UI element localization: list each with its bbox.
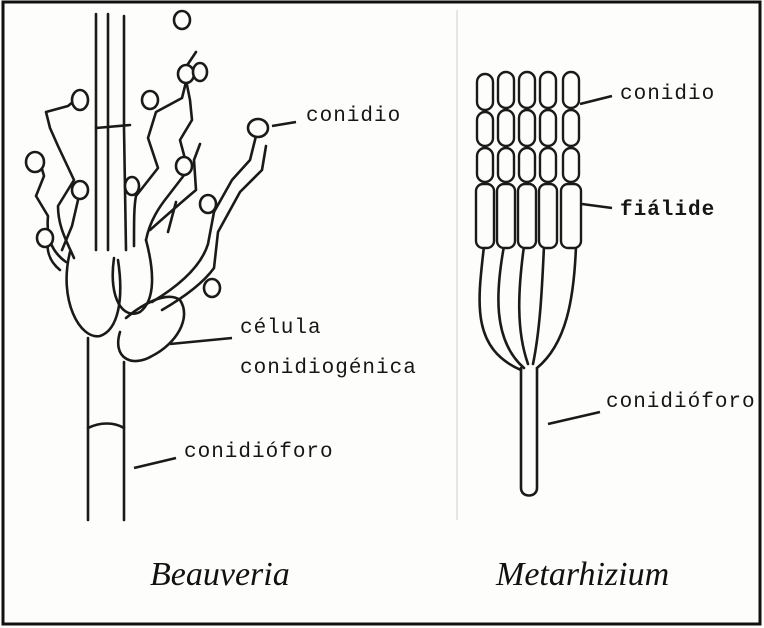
metarhizium-conidium: [563, 72, 579, 108]
metarhizium-conidium: [540, 110, 556, 146]
metarhizium-phialide: [497, 184, 515, 248]
beauveria-conidium: [72, 90, 88, 110]
metarhizium-phialide: [561, 184, 581, 248]
leader-fialide: [582, 204, 612, 208]
beauveria-conidium: [248, 119, 268, 137]
label-conidio-metarhizium: conidio: [620, 84, 715, 105]
beauveria-conidium: [178, 65, 194, 83]
beauveria-conidium: [142, 91, 158, 109]
metarhizium-conidium: [519, 72, 535, 108]
metarhizium-conidiophore: [521, 368, 537, 496]
caption-metarhizium: Metarhizium: [496, 558, 669, 592]
metarhizium-conidium: [563, 110, 579, 146]
label-conidio-beauveria: conidio: [306, 106, 401, 127]
beauveria-conidium: [26, 152, 44, 172]
metarhizium-conidium: [563, 148, 579, 182]
metarhizium-phialide: [476, 184, 494, 248]
beauveria-conidium: [200, 195, 216, 213]
metarhizium-conidium: [498, 110, 514, 146]
beauveria-inner-hypha: [124, 16, 126, 250]
metarhizium-conidium: [477, 112, 493, 146]
beauveria-conidium: [125, 177, 139, 195]
metarhizium-conidium: [477, 74, 493, 110]
leader-conidio-beauveria: [272, 122, 296, 126]
metarhizium-phialide: [518, 184, 536, 248]
metarhizium-conidium: [540, 148, 556, 182]
metarhizium-conidium: [519, 148, 535, 182]
beauveria-conidiogenous-cell-3: [118, 297, 184, 361]
metarhizium-leaders: [548, 96, 612, 424]
beauveria-conidium: [204, 279, 220, 297]
label-fialide: fiálide: [620, 200, 715, 221]
metarhizium-phialide: [539, 184, 557, 248]
leader-conidio-metarhizium: [580, 96, 612, 104]
beauveria-conidium: [193, 63, 207, 81]
metarhizium-conidium: [498, 72, 514, 108]
leader-conidioforo-metarhizium: [548, 412, 600, 424]
beauveria-rachis-stub: [168, 202, 176, 232]
leader-conidioforo-beauveria: [134, 458, 176, 468]
metarhizium-columns: [476, 72, 581, 248]
metarhizium-drawing: [480, 246, 576, 496]
metarhizium-branch-3: [519, 246, 528, 364]
beauveria-rachis-left-link: [62, 200, 78, 250]
metarhizium-conidium: [519, 110, 535, 146]
leader-celula: [170, 338, 232, 344]
label-conidioforo-beauveria: conidióforo: [184, 442, 334, 463]
metarhizium-conidium: [477, 148, 493, 182]
beauveria-conidium: [72, 181, 88, 199]
beauveria-conidium: [37, 229, 53, 247]
label-conidioforo-metarhizium: conidióforo: [606, 392, 756, 413]
label-celula: célula: [240, 318, 322, 339]
beauveria-conidiophore-septum: [88, 424, 124, 429]
metarhizium-branch-4: [533, 246, 544, 364]
label-conidiogenica: conidiogénica: [240, 358, 417, 379]
beauveria-conidium: [174, 11, 190, 29]
beauveria-rachis-right: [152, 136, 256, 302]
metarhizium-conidium: [498, 148, 514, 182]
caption-beauveria: Beauveria: [150, 558, 290, 592]
beauveria-conidium: [176, 157, 192, 175]
metarhizium-conidium: [540, 72, 556, 108]
